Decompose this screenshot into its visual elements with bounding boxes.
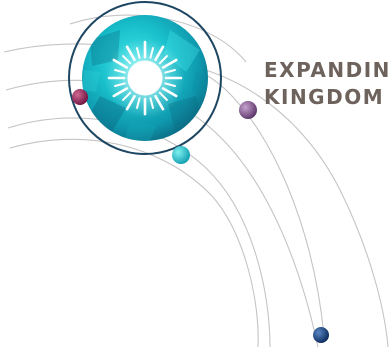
sunburst-ray (135, 47, 141, 59)
logo-title-line-1: EXPANDIN (264, 58, 391, 82)
orbit-line (3, 43, 325, 336)
sunburst-ray (112, 58, 129, 69)
outer-ring (68, 1, 222, 155)
sunburst-ray (122, 91, 132, 101)
sunburst-ray (149, 47, 155, 59)
orbit-dot-teal (172, 146, 190, 164)
sunburst-icon (107, 40, 183, 116)
sunburst-ray (114, 68, 126, 74)
sunburst-ray (154, 94, 165, 111)
sunburst-ray (122, 55, 132, 65)
orbit-dot-navy (313, 327, 329, 343)
sunburst-ray (164, 82, 176, 88)
sunburst-ray (154, 45, 165, 62)
sunburst-ray (158, 91, 168, 101)
sunburst-ray (114, 82, 126, 88)
logo-title: EXPANDIN KINGDOM (264, 57, 391, 111)
orbit-dot-magenta (72, 89, 88, 105)
sunburst-ray (125, 45, 136, 62)
sunburst-ray (161, 58, 178, 69)
sunburst-ray (164, 68, 176, 74)
sunburst-ray (158, 55, 168, 65)
orbit-line (5, 79, 319, 347)
orbit-dot-purple (239, 101, 257, 119)
sunburst-ray (149, 97, 155, 109)
sunburst-core (127, 60, 163, 96)
orbit-line (7, 117, 271, 347)
sunburst-ray (112, 87, 129, 98)
orbit-line (9, 138, 259, 347)
sunburst-ray (135, 97, 141, 109)
logo-title-line-2: KINGDOM (264, 85, 385, 109)
sunburst-ray (161, 87, 178, 98)
sunburst-ray (125, 94, 136, 111)
orbit-line (147, 59, 389, 347)
